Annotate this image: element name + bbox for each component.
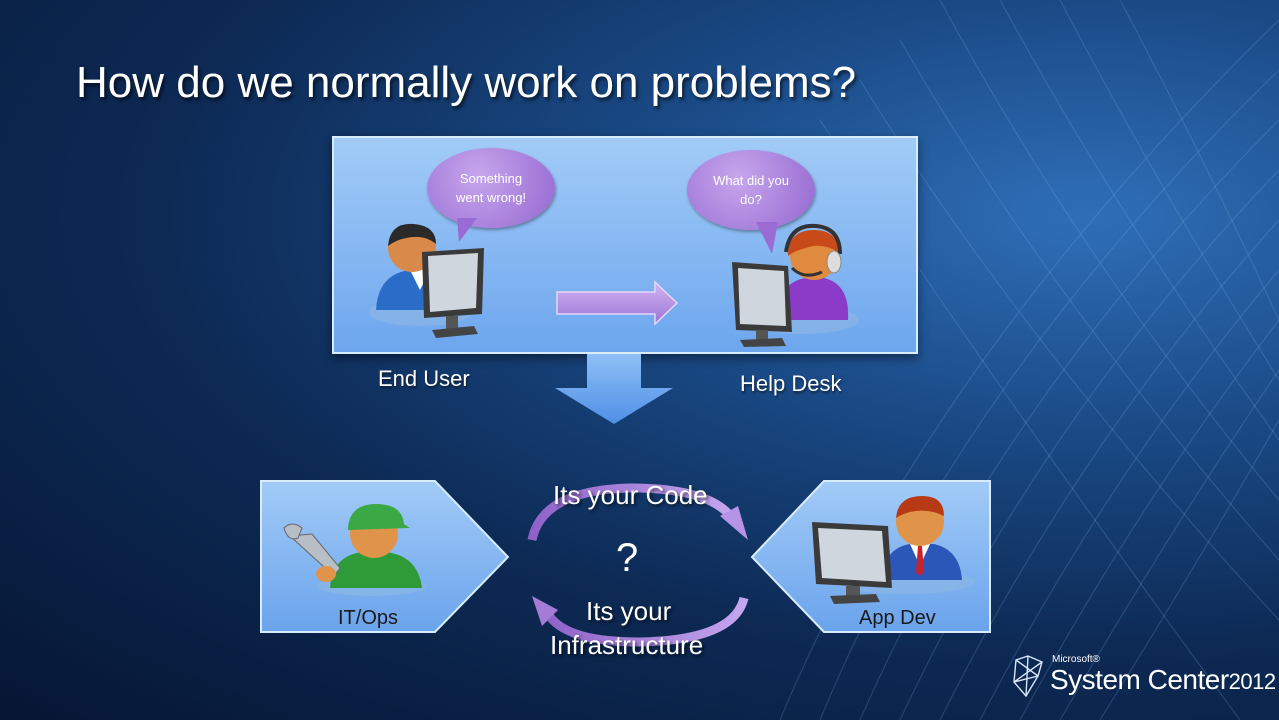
end-user-bubble-text: Something went wrong! xyxy=(455,171,527,205)
cycle-bottom-text-line1: Its your xyxy=(586,596,672,626)
system-center-logo: Microsoft® System Center2012 xyxy=(1008,652,1276,700)
help-desk-bubble-text: What did you do? xyxy=(713,173,789,207)
escalation-down-arrow xyxy=(555,354,673,424)
help-desk-speech-bubble: What did you do? xyxy=(687,150,815,230)
cycle-bottom-text-line2: Infrastructure xyxy=(550,630,704,660)
slide-title: How do we normally work on problems? xyxy=(76,58,857,107)
end-user-bubble-tail xyxy=(457,218,477,242)
logo-year: 2012 xyxy=(1228,669,1276,694)
help-desk-bubble-tail xyxy=(756,222,778,254)
cycle-top-text: Its your Code xyxy=(553,480,708,510)
it-ops-label: IT/Ops xyxy=(338,607,399,629)
system-center-logo-icon xyxy=(1013,655,1043,698)
end-user-label: End User xyxy=(378,366,470,391)
help-desk-label: Help Desk xyxy=(740,371,842,396)
end-user-speech-bubble: Something went wrong! xyxy=(427,148,555,228)
logo-brand: Microsoft® xyxy=(1052,654,1100,665)
help-desk-agent-icon xyxy=(732,223,859,347)
app-developer-icon xyxy=(812,496,975,604)
logo-product: System Center2012 xyxy=(1050,664,1276,696)
it-ops-worker-icon xyxy=(283,504,427,596)
handoff-arrow xyxy=(556,280,679,326)
app-dev-label: App Dev xyxy=(859,607,936,629)
cycle-arrows xyxy=(527,483,749,647)
end-user-icon xyxy=(369,223,484,338)
logo-product-name: System Center xyxy=(1050,664,1229,695)
question-mark: ? xyxy=(616,536,639,580)
